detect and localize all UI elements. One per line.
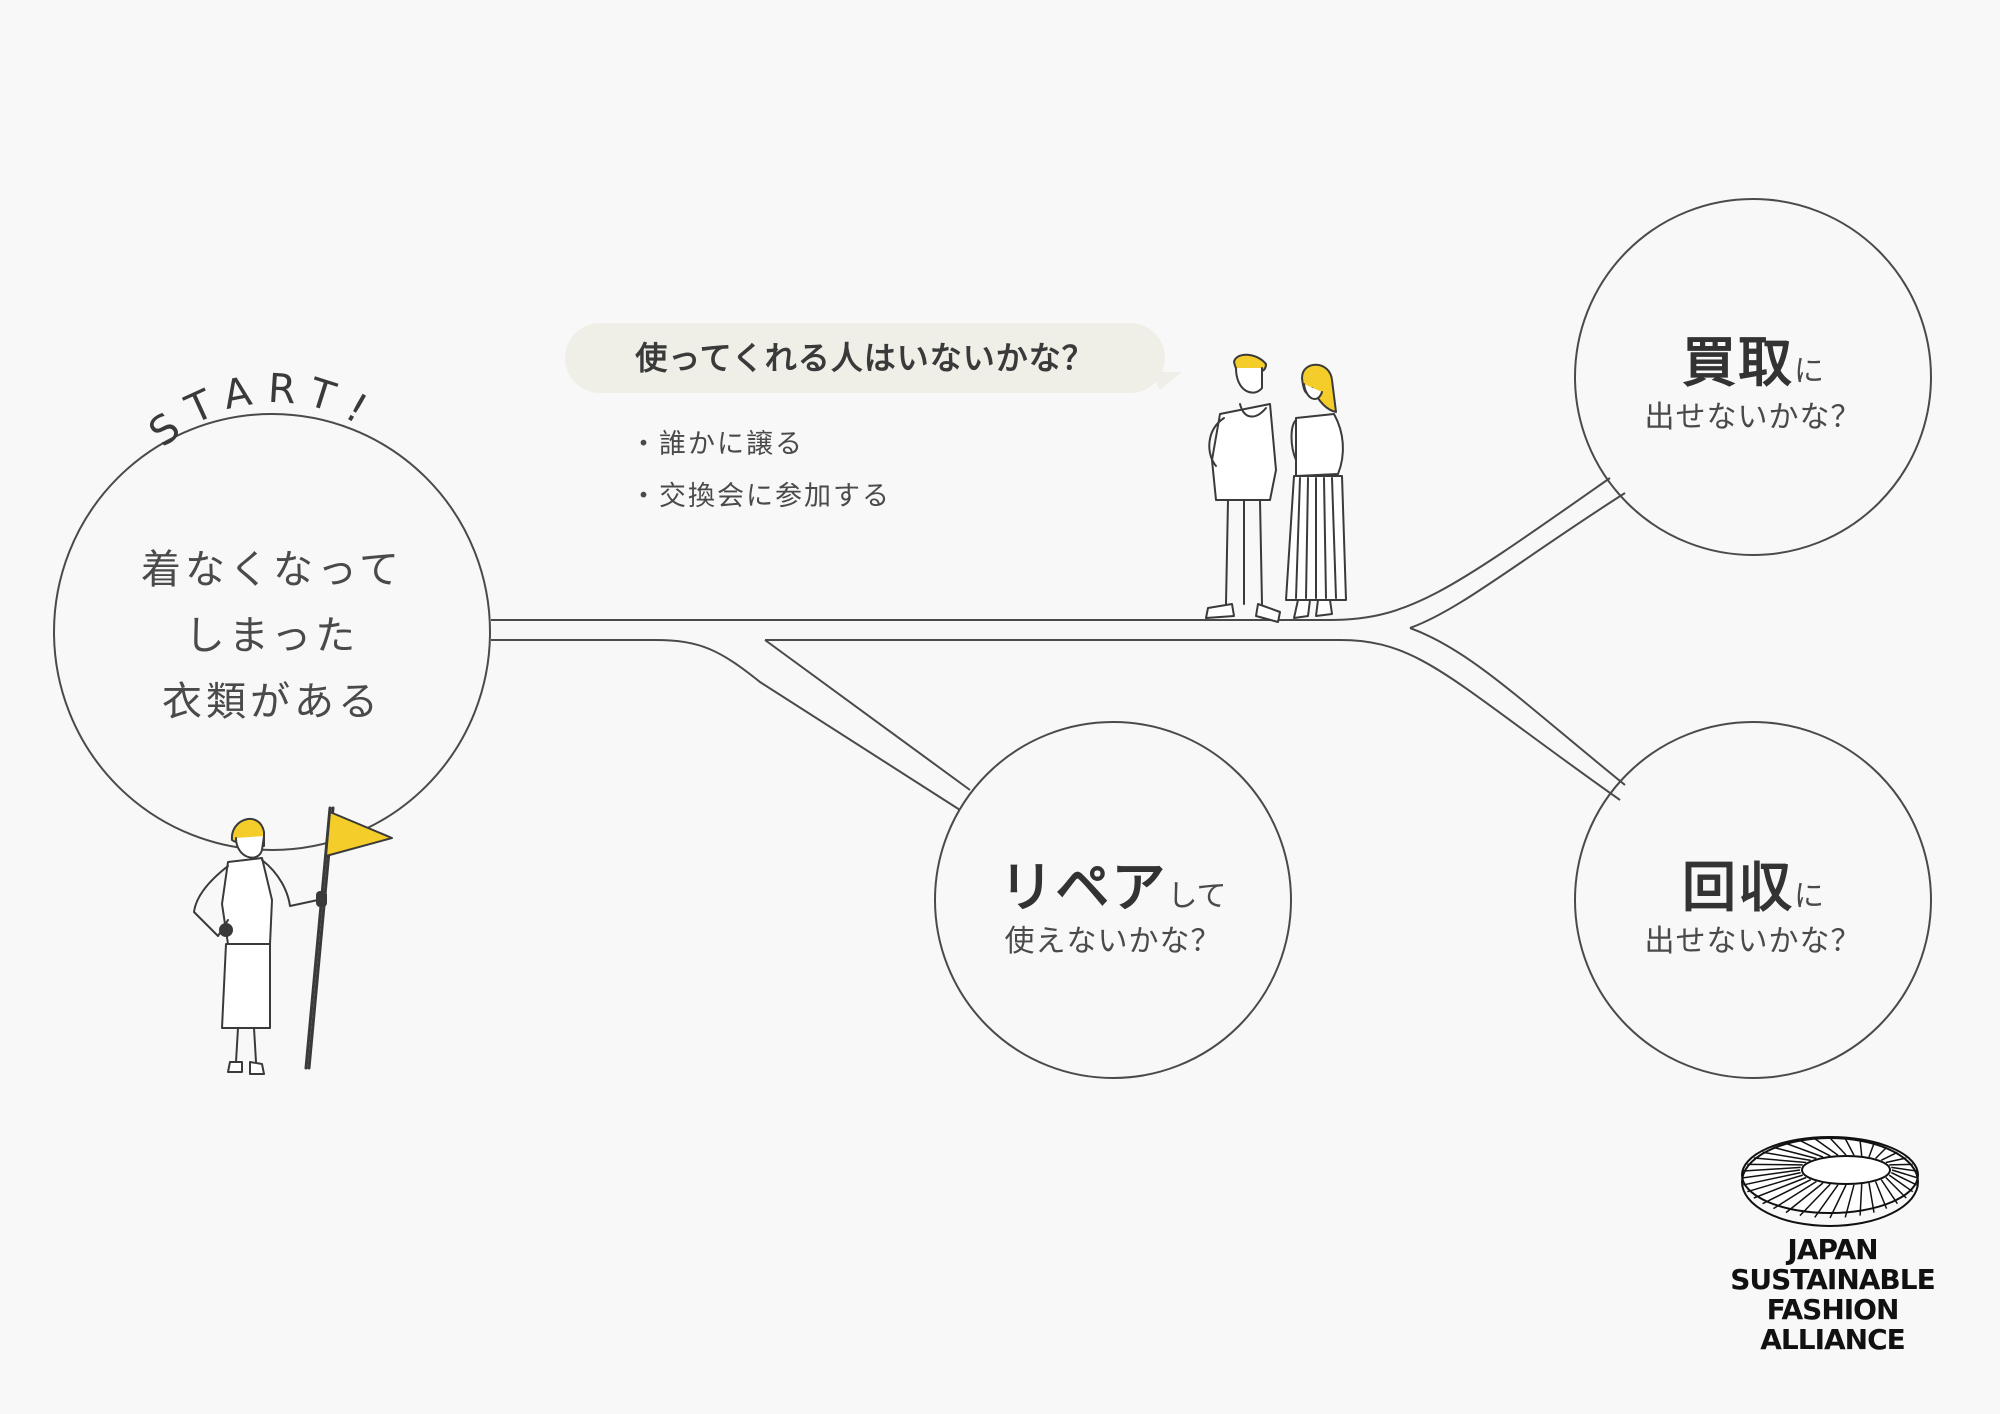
road-branch-repair — [764, 639, 971, 791]
kaishu-circle — [1574, 721, 1932, 1079]
logo-hatch-line — [1889, 1163, 1913, 1166]
speech-bubble: 使ってくれる人はいないかな？ — [565, 323, 1165, 393]
logo-hatch-line — [1762, 1151, 1811, 1162]
logo-hatch-line — [1859, 1184, 1863, 1216]
logo-hatch-line — [1743, 1166, 1801, 1172]
logo-hatch-line — [1814, 1137, 1839, 1156]
kaitori-sub: 出せないかな？ — [1644, 400, 1862, 435]
repair-circle — [934, 721, 1292, 1079]
logo-hatch-line — [1868, 1143, 1875, 1158]
kaishu-sub: 出せないかな？ — [1644, 924, 1862, 959]
kaitori-suffix: に — [1794, 354, 1824, 389]
logo-hatch-line — [1891, 1169, 1919, 1179]
logo-hatch-line — [1753, 1157, 1807, 1164]
repair-title: リペアして — [935, 843, 1291, 922]
kaishu-main: 回収 — [1682, 856, 1794, 919]
logo-hatch-line — [1868, 1182, 1875, 1213]
logo-hatch-line — [1829, 1184, 1847, 1219]
logo-hatch-line — [1743, 1171, 1801, 1186]
logo-hatch-line — [1747, 1163, 1803, 1166]
logo-hatch-line — [1814, 1184, 1839, 1218]
repair-main: リペア — [999, 856, 1168, 919]
start-line-2: しまった — [184, 613, 360, 659]
kaitori-circle — [1574, 198, 1932, 556]
logo-hatch-line — [1829, 1137, 1847, 1156]
logo-line-1: JAPAN — [1787, 1233, 1878, 1266]
logo-hatch-line — [1773, 1180, 1817, 1210]
logo-hatch-line — [1880, 1151, 1898, 1162]
logo-hatch-line — [1844, 1184, 1855, 1218]
logo-hatch-line — [1880, 1179, 1899, 1205]
logo-hatch-line — [1875, 1146, 1888, 1160]
logo-hatch-line — [1885, 1176, 1907, 1199]
start-line-3: 衣類がある — [162, 679, 382, 725]
logo-hatch-line — [1844, 1138, 1855, 1156]
logo-hatch-line — [1874, 1181, 1888, 1209]
road-bottom-line — [765, 639, 1621, 801]
logo-hatch-line — [1799, 1183, 1831, 1217]
logo-hatch-line — [1859, 1140, 1863, 1156]
logo-hatch-line — [1753, 1176, 1807, 1199]
logo-hatch-line — [1747, 1174, 1803, 1193]
logo-hatch-line — [1885, 1157, 1907, 1164]
road-fork-lower — [1409, 627, 1626, 786]
repair-suffix: して — [1167, 879, 1227, 914]
kaitori-title: 買取に — [1575, 318, 1931, 397]
logo-hatch-line — [1762, 1178, 1812, 1205]
logo-hatch-line — [1799, 1139, 1831, 1157]
kaishu-suffix: に — [1794, 879, 1824, 914]
repair-sub: 使えないかな？ — [1004, 924, 1222, 959]
logo-line-4: ALLIANCE — [1760, 1323, 1906, 1356]
start-circle — [53, 413, 491, 851]
logo-hatch-line — [1785, 1182, 1824, 1214]
logo-line-2: SUSTAINABLE — [1730, 1263, 1936, 1296]
road-fork-upper — [1409, 492, 1626, 629]
kaitori-main: 買取 — [1682, 331, 1794, 394]
speech-item-1: ・誰かに譲る — [630, 429, 804, 460]
speech-item-2: ・交換会に参加する — [630, 481, 891, 512]
logo-text: JAPAN SUSTAINABLE FASHION ALLIANCE — [1720, 1235, 1945, 1355]
kaishu-title: 回収に — [1575, 843, 1931, 922]
logo-hatch-line — [1773, 1146, 1817, 1160]
start-line-1: 着なくなって — [141, 547, 403, 593]
logo-hatch-line — [1741, 1169, 1801, 1179]
logo-hatch-line — [1785, 1142, 1824, 1158]
speech-text: 使ってくれる人はいないかな？ — [635, 339, 1095, 377]
logo-hatch-line — [1890, 1171, 1917, 1186]
logo-line-3: FASHION — [1766, 1293, 1900, 1326]
start-text-block: 着なくなって しまった 衣類がある — [102, 537, 442, 735]
road-left-bottom — [491, 639, 961, 811]
logo-hatch-line — [1891, 1166, 1917, 1172]
road-top-line — [491, 477, 1611, 621]
logo-hatch-line — [1888, 1174, 1914, 1193]
